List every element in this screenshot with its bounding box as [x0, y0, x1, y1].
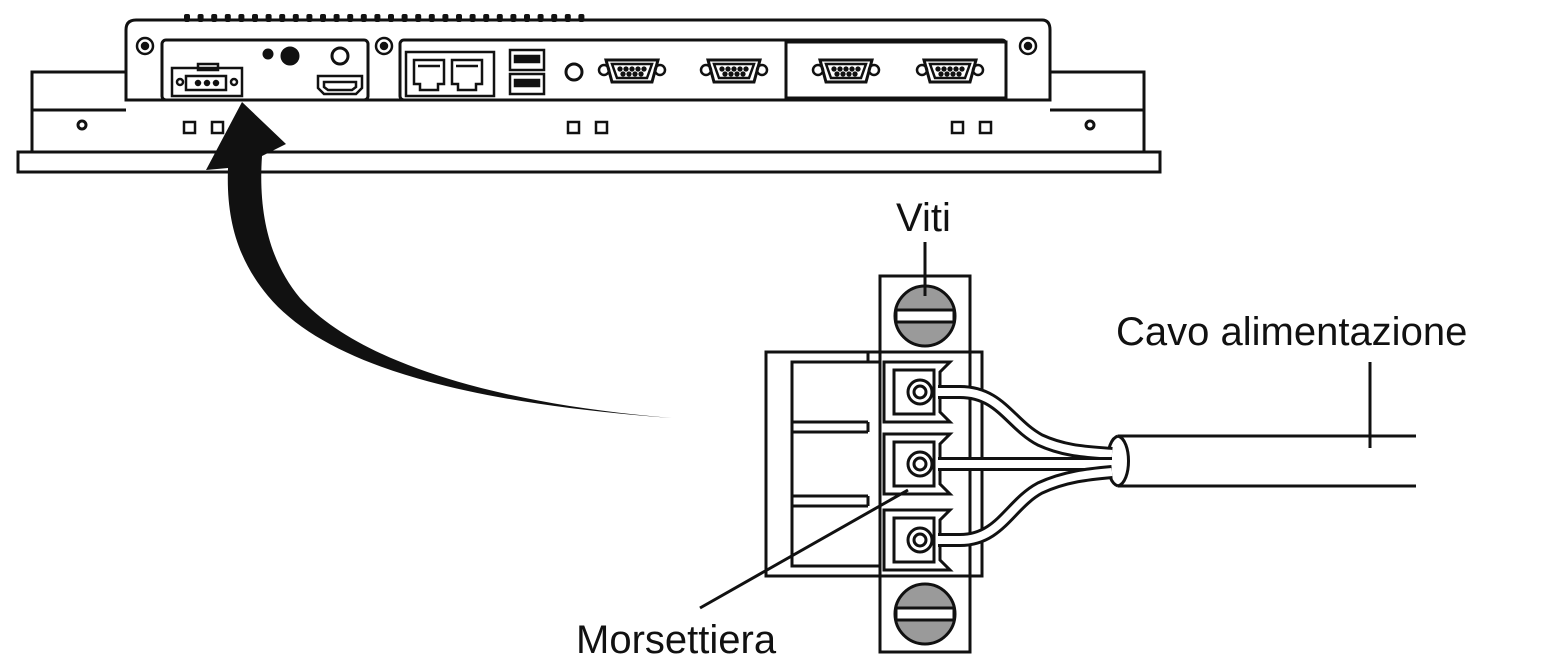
vent-rib — [238, 14, 245, 22]
vent-rib — [537, 14, 544, 22]
mount-hole — [1084, 119, 1096, 131]
vent-rib — [401, 14, 408, 22]
vent-rib — [265, 14, 272, 22]
port-module-right — [398, 38, 1008, 102]
device-panel — [16, 14, 1162, 174]
panel-bezel — [16, 150, 1162, 174]
vent-rib — [388, 14, 394, 22]
vent-rib — [469, 14, 476, 22]
com-port — [699, 58, 769, 84]
com-ports — [597, 58, 985, 84]
vent-rib — [483, 14, 490, 22]
vent-rib — [279, 14, 286, 22]
wire-bottom — [938, 465, 1113, 547]
wire-top — [938, 385, 1113, 461]
audio-jack — [564, 62, 584, 82]
vent-rib — [333, 14, 340, 22]
wire-slot — [882, 508, 954, 572]
vent-rib — [347, 14, 354, 22]
com-port — [915, 58, 985, 84]
screw-top — [893, 284, 957, 348]
vent-rib — [496, 14, 503, 22]
vent-rib — [184, 14, 190, 22]
vent-rib — [211, 14, 218, 22]
label-terminal-block: Morsettiera — [576, 618, 777, 662]
terminal-ribs — [792, 352, 870, 508]
mount-hole — [76, 119, 88, 131]
vent-rib — [306, 14, 313, 22]
label-screws: Viti — [896, 196, 951, 240]
vent-rib — [224, 14, 231, 22]
wire-slots — [882, 360, 954, 572]
com-port — [597, 58, 667, 84]
leader-morsettiera — [699, 488, 909, 610]
reset-button — [330, 46, 350, 66]
vent-rib — [442, 14, 449, 22]
vent-rib — [551, 14, 558, 22]
vent-rib — [578, 14, 585, 22]
vent-rib — [197, 14, 204, 22]
power-cable — [938, 385, 1416, 547]
vent-rib — [415, 14, 422, 22]
screw-bottom — [893, 582, 957, 646]
vent-rib — [374, 14, 381, 22]
vent-rib — [360, 14, 367, 22]
com-port — [811, 58, 881, 84]
lan-ports — [404, 50, 496, 98]
vent-rib — [564, 14, 571, 22]
vent-rib — [524, 14, 530, 22]
wire-slot — [882, 432, 954, 496]
usb-ports — [508, 48, 546, 96]
terminal-plug — [790, 360, 882, 568]
vent-rib — [510, 14, 517, 22]
power-terminal-port — [170, 62, 244, 98]
ventilation-ribs — [184, 14, 585, 22]
housing-screws — [135, 36, 1038, 56]
insert-arrow — [206, 102, 672, 418]
vent-rib — [292, 14, 299, 22]
vent-rib — [428, 14, 435, 22]
power-button — [280, 46, 300, 66]
clip-slots — [182, 120, 993, 135]
label-power-cable: Cavo alimentazione — [1116, 310, 1468, 354]
port-module-left — [160, 38, 370, 102]
led-indicator — [262, 48, 274, 60]
vent-rib — [252, 14, 258, 22]
vent-rib — [456, 14, 462, 22]
wire-slot — [882, 360, 954, 424]
com-bay — [784, 40, 1008, 100]
panel-housing — [124, 18, 1052, 100]
hdmi-port — [316, 74, 364, 96]
vent-rib — [320, 14, 326, 22]
